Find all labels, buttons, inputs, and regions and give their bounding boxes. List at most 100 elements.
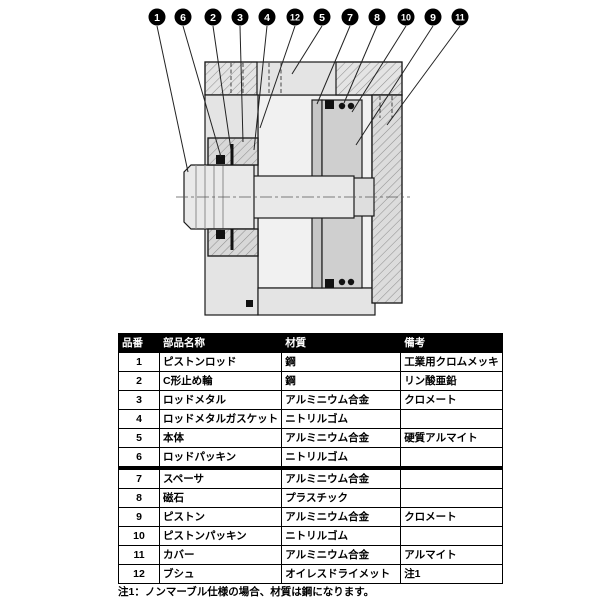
svg-text:11: 11	[455, 13, 465, 23]
svg-text:4: 4	[264, 12, 270, 24]
rod-packing-top	[216, 155, 225, 164]
table-header-row: 品番 部品名称 材質 備考	[118, 333, 503, 353]
table-cell: ロッドメタルガスケット	[158, 409, 283, 429]
bottom-seal	[246, 300, 253, 307]
table-cell	[400, 447, 503, 470]
col-header-remarks: 備考	[400, 333, 503, 353]
callout-10: 10	[397, 8, 415, 26]
callout-2: 2	[204, 8, 222, 26]
svg-text:2: 2	[210, 12, 216, 24]
table-cell: ピストン	[158, 507, 283, 527]
rod-seals	[216, 144, 253, 307]
magnet-dot	[338, 102, 346, 110]
part-number-cell: 5	[118, 428, 160, 448]
cover-hatch	[371, 94, 403, 304]
part-number-cell: 1	[118, 352, 160, 372]
part-number-cell: 3	[118, 390, 160, 410]
callout-5: 5	[313, 8, 331, 26]
callout-9: 9	[424, 8, 442, 26]
table-cell: アルミニウム合金	[281, 507, 402, 527]
svg-text:1: 1	[154, 12, 160, 24]
part-number-cell: 7	[118, 467, 160, 489]
col-header-part-name: 部品名称	[158, 333, 283, 353]
table-cell: オイレスドライメット	[281, 564, 402, 584]
table-cell	[400, 526, 503, 546]
table-cell: ニトリルゴム	[281, 409, 402, 429]
table-cell: 工業用クロムメッキ	[400, 352, 503, 372]
assembly-diagram: 1 6 2 3 4 12 5 7 8 10 9 11	[148, 8, 469, 316]
svg-text:6: 6	[180, 12, 186, 24]
svg-text:10: 10	[401, 13, 411, 23]
part-number-cell: 4	[118, 409, 160, 429]
col-header-part-number: 品番	[118, 333, 160, 353]
svg-text:7: 7	[347, 12, 353, 24]
svg-text:8: 8	[374, 12, 380, 24]
piston-packing-top	[325, 100, 334, 109]
table-cell: ピストンパッキン	[158, 526, 283, 546]
table-cell: 鋼	[281, 371, 402, 391]
table-cell: リン酸亜鉛	[400, 371, 503, 391]
table-cell: アルミニウム合金	[281, 428, 402, 448]
table-cell: スペーサ	[158, 467, 283, 489]
table-cell: 注1	[400, 564, 503, 584]
table-cell: ロッドメタル	[158, 390, 283, 410]
svg-text:3: 3	[237, 12, 243, 24]
table-cell: 本体	[158, 428, 283, 448]
table-cell	[400, 467, 503, 489]
part-number-cell: 8	[118, 488, 160, 508]
table-cell: アルミニウム合金	[281, 467, 402, 489]
table-cell: アルマイト	[400, 545, 503, 565]
footnote: 注1：ノンマーブル仕様の場合、材質は鋼になります。	[118, 586, 375, 598]
callout-12: 12	[286, 8, 304, 26]
table-cell: C形止め輪	[158, 371, 283, 391]
callout-3: 3	[231, 8, 249, 26]
port-threads	[230, 63, 393, 118]
table-cell: カバー	[158, 545, 283, 565]
table-cell: ロッドパッキン	[158, 447, 283, 470]
callouts: 1 6 2 3 4 12 5 7 8 10 9 11	[148, 8, 469, 26]
part-number-cell: 6	[118, 447, 160, 470]
part-number-cell: 11	[118, 545, 160, 565]
part-number-cell: 12	[118, 564, 160, 584]
piston-packing-bottom	[325, 279, 334, 288]
part-number-cell: 10	[118, 526, 160, 546]
table-cell	[400, 488, 503, 508]
callout-4: 4	[258, 8, 276, 26]
callout-11: 11	[451, 8, 469, 26]
table-cell: ニトリルゴム	[281, 526, 402, 546]
table-cell: クロメート	[400, 507, 503, 527]
svg-text:5: 5	[319, 12, 325, 24]
table-cell: アルミニウム合金	[281, 545, 402, 565]
leader-lines	[156, 25, 461, 173]
magnet-dot	[347, 102, 355, 110]
table-cell: ブシュ	[158, 564, 283, 584]
top-flange-hatch-right	[335, 61, 403, 96]
table-cell: 鋼	[281, 352, 402, 372]
table-cell: ニトリルゴム	[281, 447, 402, 470]
table-cell: プラスチック	[281, 488, 402, 508]
table-cell: アルミニウム合金	[281, 390, 402, 410]
callout-8: 8	[368, 8, 386, 26]
table-cell: 磁石	[158, 488, 283, 508]
table-cell	[400, 409, 503, 429]
table-cell: ピストンロッド	[158, 352, 283, 372]
part-number-cell: 2	[118, 371, 160, 391]
part-number-cell: 9	[118, 507, 160, 527]
callout-7: 7	[341, 8, 359, 26]
svg-text:12: 12	[290, 13, 300, 23]
magnet-dot	[347, 278, 355, 286]
table-cell: 硬質アルマイト	[400, 428, 503, 448]
